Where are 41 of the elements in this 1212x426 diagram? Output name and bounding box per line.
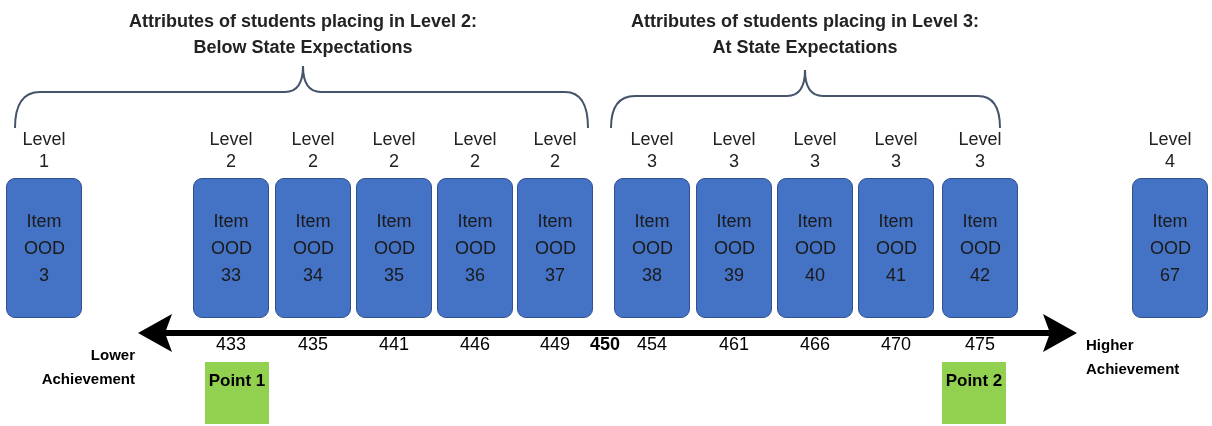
score-label: 461 [717,334,750,355]
level-label: Level 2 [371,128,417,172]
item-label: Item OOD 41 [876,209,916,287]
score-label: 450 [588,334,621,355]
point-marker: Point 1 [205,362,269,424]
level-label: Level 3 [711,128,757,172]
level-label: Level 1 [21,128,67,172]
level-label: Level 3 [957,128,1003,172]
item-label: Item OOD 34 [293,209,333,287]
point-marker: Point 2 [942,362,1006,424]
item-label: Item OOD 40 [795,209,835,287]
score-label: 475 [963,334,996,355]
level-label: Level 4 [1147,128,1193,172]
level-label: Level 3 [629,128,675,172]
heading: Attributes of students placing in Level 2: Below State Expectations [127,10,478,59]
item-label: Item OOD 33 [211,209,251,287]
score-label: 441 [377,334,410,355]
level-label: Level 3 [873,128,919,172]
score-label: 470 [879,334,912,355]
score-label: 466 [798,334,831,355]
item-label: Item OOD 42 [960,209,1000,287]
score-label: 446 [458,334,491,355]
item-label: Item OOD 39 [714,209,754,287]
score-label: 435 [296,334,329,355]
item-label: Item OOD 3 [24,209,64,287]
heading: Attributes of students placing in Level 3: At State Expectations [629,10,980,59]
level-label: Level 2 [290,128,336,172]
item-label: Item OOD 67 [1150,209,1190,287]
score-label: 433 [214,334,247,355]
score-label: 454 [635,334,668,355]
level-label: Level 2 [532,128,578,172]
item-label: Item OOD 35 [374,209,414,287]
item-label: Item OOD 36 [455,209,495,287]
level-label: Level 3 [792,128,838,172]
level-label: Level 2 [208,128,254,172]
item-label: Item OOD 37 [535,209,575,287]
axis-end-label: Higher Achievement [1086,335,1181,379]
item-label: Item OOD 38 [632,209,672,287]
level-label: Level 2 [452,128,498,172]
axis-end-label: Lower Achievement [40,345,135,389]
score-label: 449 [538,334,571,355]
